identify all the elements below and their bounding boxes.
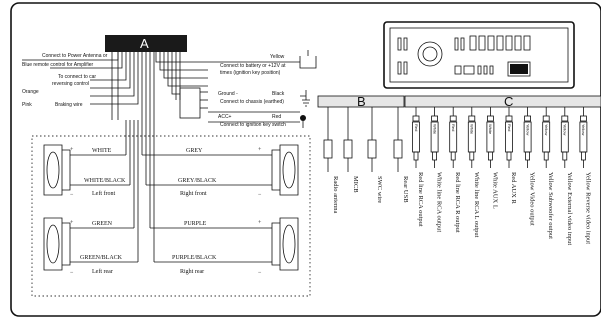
- wire-note-acc: ACC+: [218, 114, 232, 120]
- c-connector-label-2: Red line RCA R output: [454, 172, 461, 233]
- head-unit-rear-panel: [383, 21, 575, 89]
- ignition-key-icon: [300, 115, 306, 128]
- speaker-rr-wire1: PURPLE: [184, 221, 207, 227]
- diagram-frame: [10, 2, 601, 317]
- c-connector-label-8: Yellow External video input: [566, 172, 573, 245]
- c-connector-label-6: Yellow Video output: [529, 172, 536, 226]
- c-connector-label-0: Red line RCA output: [417, 172, 424, 227]
- block-b-connectors: Radio antenna MICB SWC wire Rear USB: [323, 107, 409, 213]
- speaker-left-front: [43, 144, 130, 196]
- wire-note-ignition: Connect to ignition key switch: [220, 122, 286, 128]
- wire-color-yellow: Yellow: [270, 54, 285, 60]
- b-connector-label-3: Rear USB: [402, 176, 409, 203]
- b-connector-label-1: MICB: [352, 176, 359, 193]
- polarity-minus-rr: −: [258, 270, 262, 276]
- wire-note-antenna: Connect to Power Antenna or: [42, 53, 108, 59]
- polarity-plus-rr: +: [258, 220, 262, 226]
- wire-note-reverse-2: reversing control: [52, 81, 89, 87]
- block-b-bar: [317, 95, 405, 108]
- wire-color-pink: Pink: [22, 102, 32, 108]
- wire-note-reverse-1: To connect to car: [58, 74, 96, 80]
- wire-color-black: Black: [272, 91, 285, 97]
- speaker-left-rear: [43, 217, 138, 271]
- polarity-minus-lf: −: [70, 192, 74, 198]
- polarity-minus-lr: −: [70, 270, 74, 276]
- c-connector-label-5: Red AUX R: [510, 172, 517, 204]
- speaker-rr-name: Right rear: [180, 269, 204, 275]
- speaker-right-front: [142, 144, 299, 196]
- block-c-bar: [404, 95, 601, 108]
- wire-color-red: Red: [272, 114, 281, 120]
- b-connector-1: MICB: [343, 107, 359, 193]
- polarity-plus-lr: +: [70, 220, 74, 226]
- c-plug-tag-4: White: [488, 124, 493, 135]
- speaker-rr-wire2: PURPLE/BLACK: [172, 255, 217, 261]
- speaker-rf-wire2: GREY/BLACK: [178, 178, 217, 184]
- b-connector-0: Radio antenna: [323, 107, 339, 213]
- block-b-label: B: [357, 94, 366, 109]
- polarity-plus-rf: +: [258, 147, 262, 153]
- block-a-left-wires: [22, 52, 139, 120]
- wire-note-braking: Braking wire: [55, 102, 83, 108]
- block-a-connector: [105, 35, 187, 52]
- wire-color-orange: Orange: [22, 89, 39, 95]
- b-connector-3: Rear USB: [393, 107, 409, 203]
- polarity-plus-lf: +: [70, 147, 74, 153]
- c-connector-label-4: White AUX L: [491, 172, 498, 209]
- wire-note-ground: Ground -: [218, 91, 238, 97]
- c-connector-label-1: White line RCA output: [436, 172, 443, 232]
- wire-note-battery-2: times (ignition key position): [220, 70, 281, 76]
- c-plug-tag-1: White: [432, 124, 437, 135]
- fuse-icon: [299, 50, 317, 69]
- c-connector-label-3: White line RCA L output: [473, 172, 480, 238]
- speaker-lr-name: Left rear: [92, 268, 113, 275]
- speaker-lf-name: Left front: [92, 190, 115, 197]
- wire-note-amplifier: Blue remote control for Amplifier: [22, 62, 93, 68]
- speaker-wire-trunk: [125, 52, 155, 262]
- speaker-lr-wire2: GREEN/BLACK: [80, 255, 123, 261]
- speaker-right-rear: [150, 217, 299, 271]
- wire-note-chassis: Connect to chassis (earthed): [220, 99, 284, 105]
- block-a-label: A: [140, 36, 149, 51]
- c-plug-tag-5: Red: [507, 124, 512, 131]
- c-plug-tag-2: Red: [451, 124, 456, 131]
- b-connector-2: SWC wire: [367, 107, 383, 203]
- polarity-minus-rf: −: [258, 192, 262, 198]
- c-plug-tag-6: Yellow: [525, 124, 530, 136]
- c-connector-label-9: Yellow Reverse video input: [584, 172, 591, 244]
- speaker-rf-wire1: GREY: [186, 148, 203, 154]
- speaker-lf-wire1: WHITE: [92, 148, 112, 154]
- speaker-lr-wire1: GREEN: [92, 221, 113, 227]
- c-plug-tag-8: Yellow: [563, 124, 568, 136]
- speaker-lf-wire2: WHITE/BLACK: [84, 178, 126, 184]
- speaker-area: [31, 135, 311, 297]
- block-a-right-wires: [155, 52, 300, 123]
- wire-note-battery-1: Connect to battery or +12V at: [220, 63, 286, 69]
- c-plug-tag-7: Yellow: [544, 124, 549, 136]
- c-plug-tag-9: Yellow: [581, 124, 586, 136]
- c-connector-label-7: Yellow Subwoofer output: [547, 172, 554, 239]
- ground-icon: [300, 90, 310, 107]
- speaker-rf-name: Right front: [180, 190, 207, 197]
- b-connector-label-2: SWC wire: [376, 176, 383, 203]
- c-plug-tag-3: White: [470, 124, 475, 135]
- block-c-label: C: [504, 94, 513, 109]
- c-plug-tag-0: Red: [414, 124, 419, 131]
- b-connector-label-0: Radio antenna: [332, 176, 339, 213]
